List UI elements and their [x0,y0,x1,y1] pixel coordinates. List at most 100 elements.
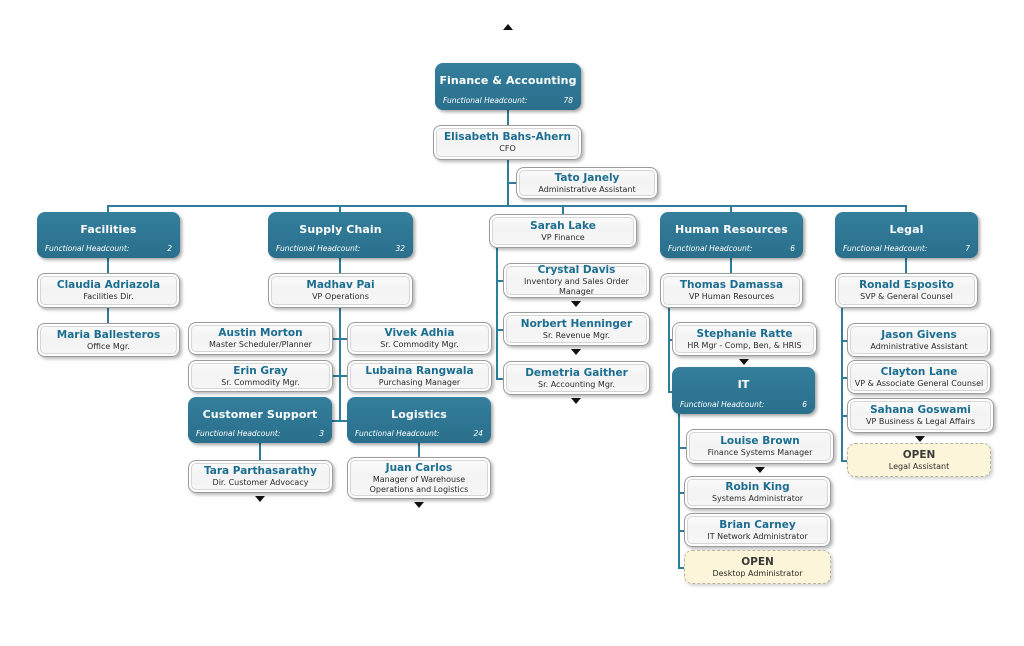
person-name: Vivek Adhia [384,327,455,339]
connector-line [107,308,109,324]
person-card-vivek-adhia[interactable]: Vivek Adhia Sr. Commodity Mgr. [347,322,492,355]
open-position-card-legal-assistant[interactable]: OPEN Legal Assistant [847,443,991,477]
open-position-title: Desktop Administrator [712,568,803,578]
person-card-robin-king[interactable]: Robin King Systems Administrator [684,476,831,509]
collapsed-children-arrow-icon[interactable] [915,436,925,442]
person-card-elisabeth-bahs-ahern[interactable]: Elisabeth Bahs-Ahern CFO [433,125,582,160]
dept-card-facilities[interactable]: Facilities Functional Headcount: 2 [37,212,180,258]
open-position-card-desktop-administrator[interactable]: OPEN Desktop Administrator [684,550,831,584]
person-title: Facilities Dir. [83,292,134,301]
connector-line [678,492,685,494]
collapsed-children-arrow-icon[interactable] [571,301,581,307]
person-card-crystal-davis[interactable]: Crystal Davis Inventory and Sales Order … [503,263,650,298]
person-card-tato-janely[interactable]: Tato Janely Administrative Assistant [516,167,658,199]
person-card-madhav-pai[interactable]: Madhav Pai VP Operations [268,273,413,308]
person-name: Ronald Esposito [859,279,954,291]
person-card-austin-morton[interactable]: Austin Morton Master Scheduler/Planner [188,322,333,355]
person-name: Jason Givens [881,328,957,341]
connector-line [496,329,504,331]
collapsed-children-arrow-icon[interactable] [414,502,424,508]
collapsed-children-arrow-icon[interactable] [739,359,749,365]
connector-line [418,443,420,458]
person-name: Elisabeth Bahs-Ahern [443,131,572,143]
person-name: Tara Parthasarathy [203,465,317,477]
connector-line [259,443,261,461]
person-name: Lubaina Rangwala [365,364,474,377]
person-title: Master Scheduler/Planner [209,340,312,349]
open-position-label: OPEN [902,448,936,461]
person-card-claudia-adriazola[interactable]: Claudia Adriazola Facilities Dir. [37,273,180,308]
person-name: Austin Morton [218,327,303,339]
person-title: Sr. Commodity Mgr. [380,340,459,349]
person-title: VP & Associate General Counsel [854,378,984,388]
connector-line [678,414,680,568]
connector-line [496,280,504,282]
person-title: VP Finance [541,232,585,242]
dept-card-logistics[interactable]: Logistics Functional Headcount: 24 [347,397,491,443]
person-title: SVP & General Counsel [860,292,953,301]
person-card-sahana-goswami[interactable]: Sahana Goswami VP Business & Legal Affai… [847,398,994,433]
person-card-ronald-esposito[interactable]: Ronald Esposito SVP & General Counsel [835,273,978,308]
open-position-label: OPEN [741,555,774,568]
headcount-label: Functional Headcount: [843,244,928,253]
person-title: Office Mgr. [87,341,130,351]
person-name: Sahana Goswami [870,404,971,416]
dept-card-finance-accounting[interactable]: Finance & Accounting Functional Headcoun… [435,63,581,110]
headcount-value: 3 [319,429,324,438]
person-card-lubaina-rangwala[interactable]: Lubaina Rangwala Purchasing Manager [347,360,492,392]
person-title: IT Network Administrator [707,531,808,541]
person-card-maria-ballesteros[interactable]: Maria Ballesteros Office Mgr. [37,323,180,357]
headcount-value: 78 [563,96,573,105]
headcount-label: Functional Headcount: [668,244,753,253]
person-title: Inventory and Sales Order Manager [524,277,629,296]
connector-line [678,530,685,532]
dept-card-it[interactable]: IT Functional Headcount: 6 [672,367,815,414]
dept-title: Human Resources [675,223,788,236]
dept-card-human-resources[interactable]: Human Resources Functional Headcount: 6 [660,212,803,258]
person-card-demetria-gaither[interactable]: Demetria Gaither Sr. Accounting Mgr. [503,361,650,395]
person-card-tara-parthasarathy[interactable]: Tara Parthasarathy Dir. Customer Advocac… [188,460,333,493]
person-name: Clayton Lane [880,365,958,378]
person-card-juan-carlos[interactable]: Juan Carlos Manager of Warehouse Operati… [347,457,491,499]
headcount-value: 6 [802,400,807,409]
dept-card-legal[interactable]: Legal Functional Headcount: 7 [835,212,978,258]
dept-title: Finance & Accounting [439,74,577,87]
person-name: Madhav Pai [306,279,375,291]
connector-line [107,258,109,274]
collapsed-children-arrow-icon[interactable] [571,349,581,355]
person-card-sarah-lake[interactable]: Sarah Lake VP Finance [489,214,637,248]
dept-title: Logistics [391,408,447,421]
person-card-louise-brown[interactable]: Louise Brown Finance Systems Manager [686,429,834,464]
person-name: Maria Ballesteros [56,328,161,341]
person-title: VP Operations [312,292,369,301]
headcount-label: Functional Headcount: [276,244,361,253]
connector-line [668,391,674,393]
dept-title: Facilities [80,223,137,236]
collapsed-parent-arrow-icon[interactable] [503,24,513,30]
headcount-value: 24 [473,429,483,438]
person-card-erin-gray[interactable]: Erin Gray Sr. Commodity Mgr. [188,360,333,392]
person-title: Finance Systems Manager [707,448,813,457]
person-title: Systems Administrator [711,494,804,503]
person-card-thomas-damassa[interactable]: Thomas Damassa VP Human Resources [660,273,803,308]
connector-line [339,205,341,213]
person-card-jason-givens[interactable]: Jason Givens Administrative Assistant [847,323,991,357]
connector-line [678,447,687,449]
person-card-norbert-henninger[interactable]: Norbert Henninger Sr. Revenue Mgr. [503,312,650,346]
dept-title: Customer Support [202,408,318,421]
headcount-label: Functional Headcount: [45,244,130,253]
collapsed-children-arrow-icon[interactable] [571,398,581,404]
person-card-brian-carney[interactable]: Brian Carney IT Network Administrator [684,513,831,547]
headcount-value: 2 [167,244,172,253]
connector-line [496,378,504,380]
person-card-clayton-lane[interactable]: Clayton Lane VP & Associate General Coun… [847,360,991,394]
person-card-stephanie-ratte[interactable]: Stephanie Ratte HR Mgr - Comp, Ben, & HR… [672,322,817,356]
dept-card-supply-chain[interactable]: Supply Chain Functional Headcount: 32 [268,212,413,258]
collapsed-children-arrow-icon[interactable] [255,496,265,502]
person-name: Thomas Damassa [679,279,784,291]
collapsed-children-arrow-icon[interactable] [755,467,765,473]
dept-card-customer-support[interactable]: Customer Support Functional Headcount: 3 [188,397,332,443]
headcount-label: Functional Headcount: [196,429,281,438]
person-title: VP Business & Legal Affairs [866,417,975,426]
